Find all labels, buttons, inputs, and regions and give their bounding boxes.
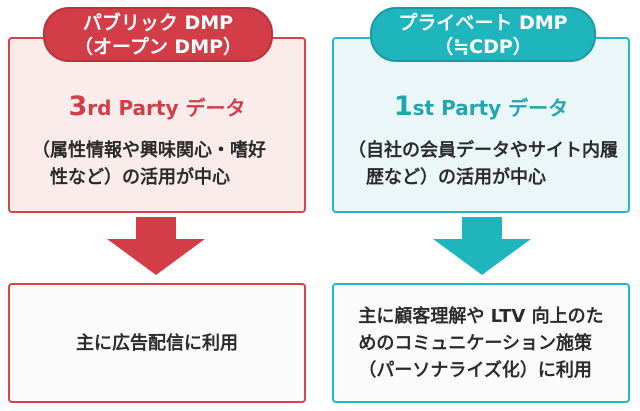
- desc-line: （自社の会員データやサイト内履: [348, 140, 618, 161]
- private-dmp-result-box: 主に顧客理解や LTV 向上のた めのコミュニケーション施策 （パーソナライズ化…: [332, 283, 630, 403]
- private-dmp-title-pill: プライベート DMP （≒CDP）: [370, 7, 596, 62]
- desc-line: 性など）の活用が中心: [50, 167, 230, 188]
- desc-line: 歴など）の活用が中心: [366, 167, 546, 188]
- private-dmp-panel: 1st Party データ （自社の会員データやサイト内履 歴など）の活用が中心: [332, 37, 630, 213]
- result-line: めのコミュニケーション施策: [358, 332, 593, 354]
- private-dmp-down-arrow: [433, 217, 531, 275]
- desc-line: （属性情報や興味関心・嗜好: [32, 140, 266, 161]
- public-dmp-result-text: 主に広告配信に利用: [76, 332, 238, 354]
- private-dmp-data-type: 1st Party データ: [393, 91, 569, 122]
- pill-line-1: プライベート DMP: [398, 11, 568, 34]
- private-dmp-description: （自社の会員データやサイト内履 歴など）の活用が中心: [348, 137, 618, 191]
- public-dmp-down-arrow: [107, 217, 205, 275]
- result-line: （パーソナライズ化）に利用: [358, 359, 592, 381]
- pill-line-2: （≒CDP）: [434, 35, 532, 58]
- public-dmp-panel: 3rd Party データ （属性情報や興味関心・嗜好 性など）の活用が中心: [8, 37, 306, 213]
- public-dmp-description: （属性情報や興味関心・嗜好 性など）の活用が中心: [32, 137, 266, 191]
- public-dmp-title-pill: パブリック DMP （オープン DMP）: [43, 7, 273, 62]
- public-dmp-data-type: 3rd Party データ: [68, 91, 246, 122]
- public-dmp-result-box: 主に広告配信に利用: [8, 283, 306, 403]
- result-line: 主に顧客理解や LTV 向上のた: [358, 305, 604, 327]
- pill-line-1: パブリック DMP: [82, 11, 234, 34]
- pill-line-2: （オープン DMP）: [73, 35, 243, 58]
- private-dmp-result-text: 主に顧客理解や LTV 向上のた めのコミュニケーション施策 （パーソナライズ化…: [358, 303, 603, 384]
